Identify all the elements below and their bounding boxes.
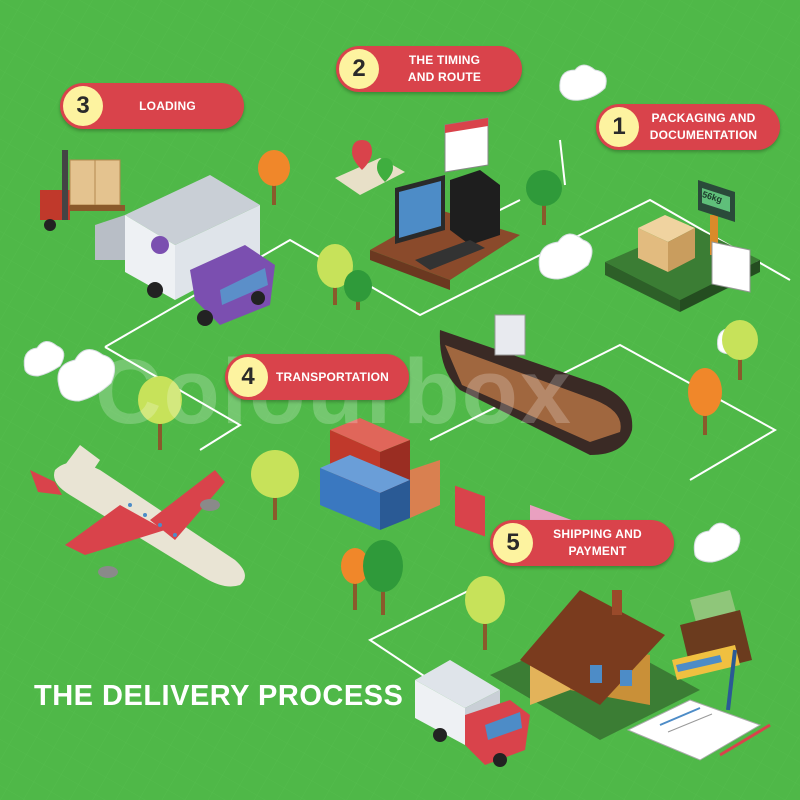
page-title: THE DELIVERY PROCESS [34, 680, 404, 712]
step-text-line-2: DOCUMENTATION [649, 128, 758, 142]
step-text-line-2: AND ROUTE [407, 70, 482, 84]
shipping-containers-icon [320, 418, 440, 530]
step-text-line-2: PAYMENT [568, 544, 627, 558]
scale-package-icon [605, 180, 760, 312]
computer-desk-icon [335, 117, 520, 290]
step-text: TRANSPORTATION [268, 369, 409, 386]
step-number-badge: 5 [493, 523, 533, 563]
step-1-label: 1 PACKAGING AND DOCUMENTATION [596, 104, 780, 150]
step-text: LOADING [103, 98, 244, 115]
forklift-icon [40, 150, 125, 231]
step-text-line-1: THE TIMING [408, 53, 481, 67]
step-3-label: 3 LOADING [60, 83, 244, 129]
step-text-line-1: TRANSPORTATION [275, 369, 389, 384]
step-text-line-1: PACKAGING AND [651, 111, 756, 125]
house-icon [490, 590, 700, 740]
step-number-badge: 2 [339, 49, 379, 89]
document-pen-icon [626, 649, 771, 761]
delivery-truck-icon [95, 175, 275, 326]
step-text: THE TIMING AND ROUTE [379, 52, 522, 86]
step-5-label: 5 SHIPPING AND PAYMENT [490, 520, 674, 566]
step-number-badge: 3 [63, 86, 103, 126]
step-text-line-1: LOADING [139, 98, 196, 113]
step-number-badge: 1 [599, 107, 639, 147]
step-text: PACKAGING AND DOCUMENTATION [639, 110, 780, 144]
step-2-label: 2 THE TIMING AND ROUTE [336, 46, 522, 92]
step-number-badge: 4 [228, 357, 268, 397]
step-text-line-1: SHIPPING AND [553, 527, 642, 541]
step-text: SHIPPING AND PAYMENT [533, 526, 674, 560]
airplane-icon [30, 445, 245, 587]
tree-icon [138, 150, 758, 650]
step-4-label: 4 TRANSPORTATION [225, 354, 409, 400]
small-truck-icon [415, 660, 530, 767]
